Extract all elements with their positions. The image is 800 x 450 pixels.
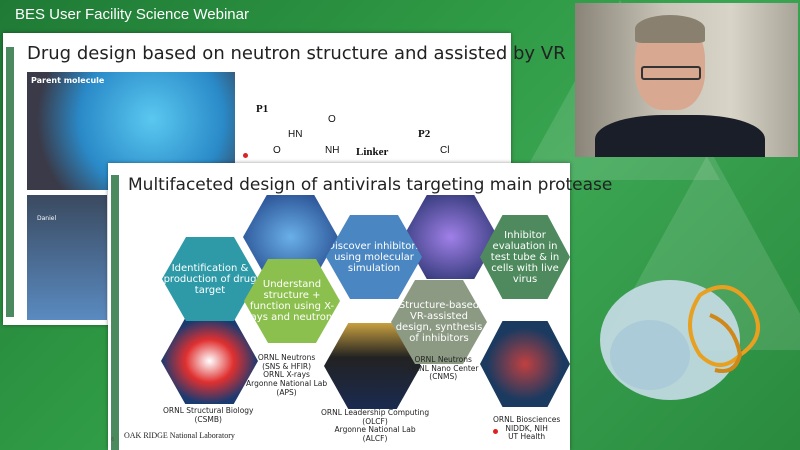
chem-label: NH [325, 145, 340, 156]
hex-understand: Understand structure + function using X-… [244, 259, 340, 343]
laser-pointer [493, 429, 498, 434]
back-slide-title: Drug design based on neutron structure a… [27, 43, 566, 64]
caption-computing: ORNL Leadership Computing (OLCF) Argonne… [321, 408, 430, 443]
front-slide-title: Multifaceted design of antivirals target… [128, 175, 613, 195]
glasses-icon [641, 66, 701, 80]
hex-inhibitor-evaluation: Inhibitor evaluation in test tube & in c… [480, 215, 570, 299]
slide-accent-bar [6, 47, 14, 317]
protein-surface [610, 320, 690, 390]
front-slide: Multifaceted design of antivirals target… [108, 163, 612, 450]
virus-image-hex [480, 321, 570, 407]
chem-label: O [328, 114, 336, 125]
caption-structural-biology: ORNL Structural Biology (CSMB) [163, 406, 254, 424]
slide-accent-bar [111, 175, 119, 450]
caption-biosciences: ORNL Biosciences NIDDK, NIH UT Health [493, 415, 561, 442]
chem-label: Linker [356, 146, 389, 158]
chem-label: HN [288, 129, 303, 140]
speaker-webcam [575, 3, 798, 157]
page-number: 6 [111, 437, 115, 443]
chem-label: P1 [256, 103, 269, 115]
hex-identification: Identification & production of drug targ… [162, 237, 258, 321]
oak-ridge-logo: OAK RIDGE National Laboratory [124, 431, 235, 440]
chem-label: P2 [418, 128, 431, 140]
avatar-label: Daniel [37, 215, 57, 222]
webinar-title: BES User Facility Science Webinar [15, 6, 249, 23]
protein-structure-image [600, 280, 760, 400]
crystallography-image-hex [161, 318, 258, 404]
laser-pointer [243, 153, 248, 158]
speaker-hair [635, 15, 705, 43]
simulation-image-hex [403, 195, 498, 279]
speaker-body [595, 115, 765, 157]
hex-structure-based: Structure-based VR-assisted design, synt… [391, 280, 487, 364]
caption-neutrons-xrays: ORNL Neutrons (SNS & HFIR) ORNL X-rays A… [246, 353, 328, 397]
chem-label: O [273, 145, 281, 156]
protein-ribbon [709, 313, 743, 373]
chem-label: Cl [440, 145, 450, 156]
caption-nano-center: ORNL Neutrons ORNL Nano Center (CNMS) [408, 355, 479, 382]
image-label: Parent molecule [31, 76, 105, 85]
vr-avatar-image: Daniel [27, 195, 107, 320]
hex-discover: Discover inhibitors using molecular simu… [326, 215, 422, 299]
